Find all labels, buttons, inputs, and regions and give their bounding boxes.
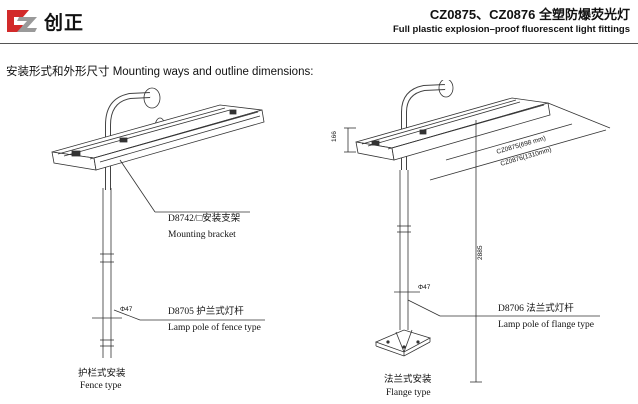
total-height-dim: 2885	[477, 245, 484, 260]
flange-pole-label-en: Lamp pole of flange type	[498, 320, 595, 330]
product-subtitle: Full plastic explosion–proof fluorescent…	[393, 24, 630, 35]
section-title: 安装形式和外形尺寸 Mounting ways and outline dime…	[6, 66, 314, 78]
fixture-height-dim: 166	[331, 131, 338, 142]
bracket-label-en: Mounting bracket	[168, 230, 236, 240]
brand-name: 创正	[44, 13, 85, 34]
fence-caption-en: Fence type	[80, 381, 122, 391]
fence-pole-label-cn: D8705 护兰式灯杆	[168, 307, 244, 317]
fence-caption-cn: 护栏式安装	[78, 369, 126, 379]
fence-pole-label-en: Lamp pole of fence type	[168, 323, 261, 333]
header-divider	[0, 43, 638, 44]
flange-caption-cn: 法兰式安装	[384, 375, 432, 385]
right-pole-diameter: Φ47	[418, 284, 431, 291]
left-pole-diameter: Φ47	[120, 306, 133, 313]
mounting-drawings	[51, 80, 611, 383]
header: 创正 CZ0875、CZ0876 全塑防爆荧光灯 Full plastic ex…	[0, 0, 638, 46]
bracket-label-cn: D8742/□安装支架	[168, 214, 241, 224]
flange-pole-label-cn: D8706 法兰式灯杆	[498, 304, 574, 314]
logo-icon	[7, 10, 37, 32]
fence-fixture-drawing	[51, 87, 265, 358]
flange-caption-en: Flange type	[386, 388, 431, 398]
product-title: CZ0875、CZ0876 全塑防爆荧光灯	[429, 7, 630, 22]
flange-fixture-drawing	[344, 80, 611, 383]
